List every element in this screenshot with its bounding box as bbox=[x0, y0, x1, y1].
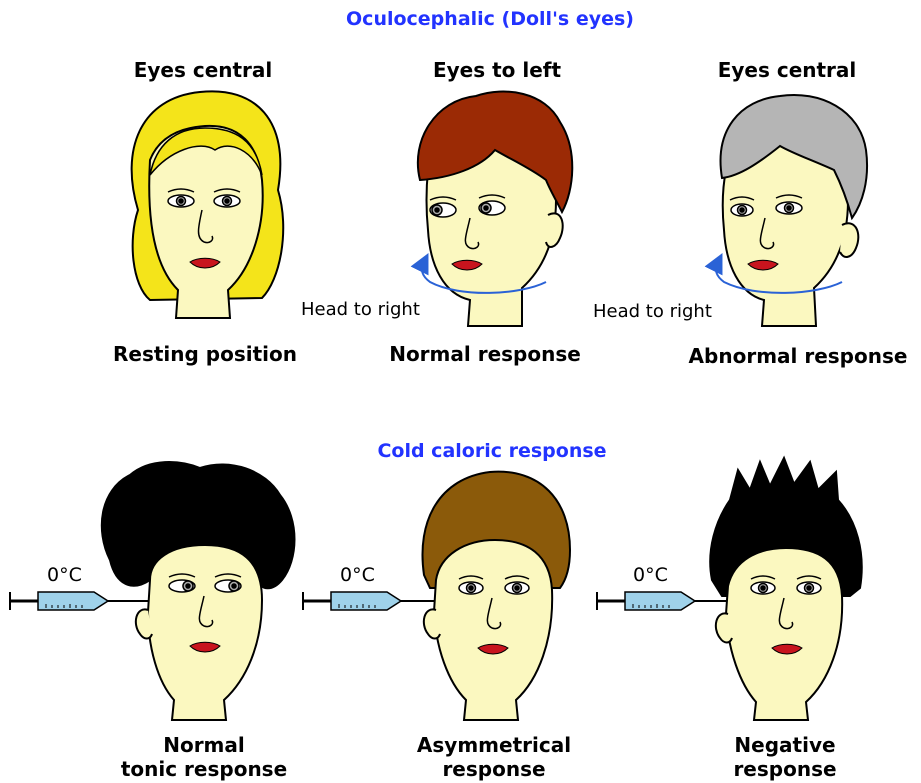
face-resting-position bbox=[132, 91, 284, 318]
ear bbox=[840, 223, 858, 257]
face-asymmetrical bbox=[422, 472, 570, 720]
face-skin bbox=[148, 545, 262, 720]
syringe-right bbox=[597, 592, 732, 610]
face-normal-response bbox=[418, 92, 572, 326]
face-skin bbox=[434, 540, 552, 720]
face-skin bbox=[726, 548, 842, 720]
syringe-left bbox=[10, 592, 148, 610]
face-abnormal-response bbox=[716, 95, 867, 326]
face-negative bbox=[710, 458, 862, 720]
syringe-middle bbox=[303, 592, 438, 610]
ear bbox=[546, 213, 563, 247]
face-normal-tonic bbox=[102, 462, 295, 720]
